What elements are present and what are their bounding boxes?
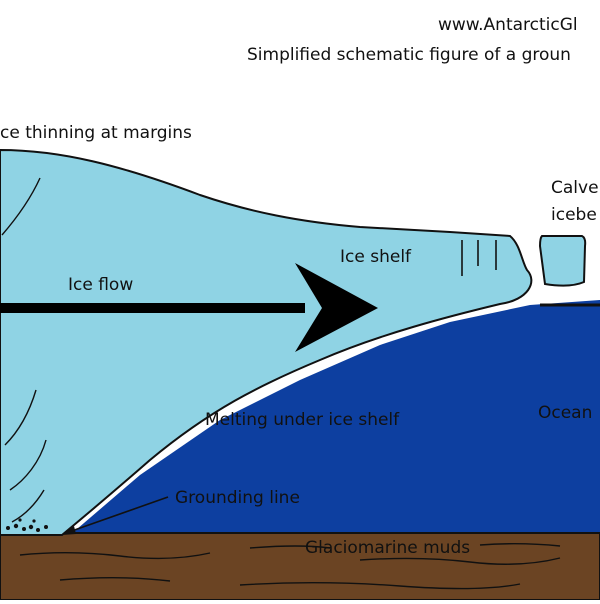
ice-flow-label: Ice flow <box>68 275 133 295</box>
ocean-label: Ocean <box>538 403 592 423</box>
ice-shelf-label: Ice shelf <box>340 247 412 267</box>
calved-iceberg <box>538 235 587 287</box>
ice-internal-lines <box>1 177 47 523</box>
website-url: www.AntarcticGl <box>438 15 578 35</box>
thinning-label: ce thinning at margins <box>0 123 192 143</box>
calved-label-line2: icebe <box>551 205 597 225</box>
muds-label: Glaciomarine muds <box>305 538 470 558</box>
melting-label: Melting under ice shelf <box>205 410 400 430</box>
ice-flow-arrow <box>0 263 378 352</box>
calved-label-line1: Calve <box>551 178 599 198</box>
ice-sheet <box>0 148 533 536</box>
sediment-pebbles <box>6 518 48 532</box>
grounding-line-pointer <box>65 496 169 534</box>
ocean-water <box>70 300 600 535</box>
crevasses <box>461 240 497 276</box>
mud-strata-lines <box>19 543 561 590</box>
figure-caption: Simplified schematic figure of a groun <box>247 45 571 65</box>
grounding-line-pointer-head <box>62 526 76 535</box>
grounding-line-label: Grounding line <box>175 488 300 508</box>
